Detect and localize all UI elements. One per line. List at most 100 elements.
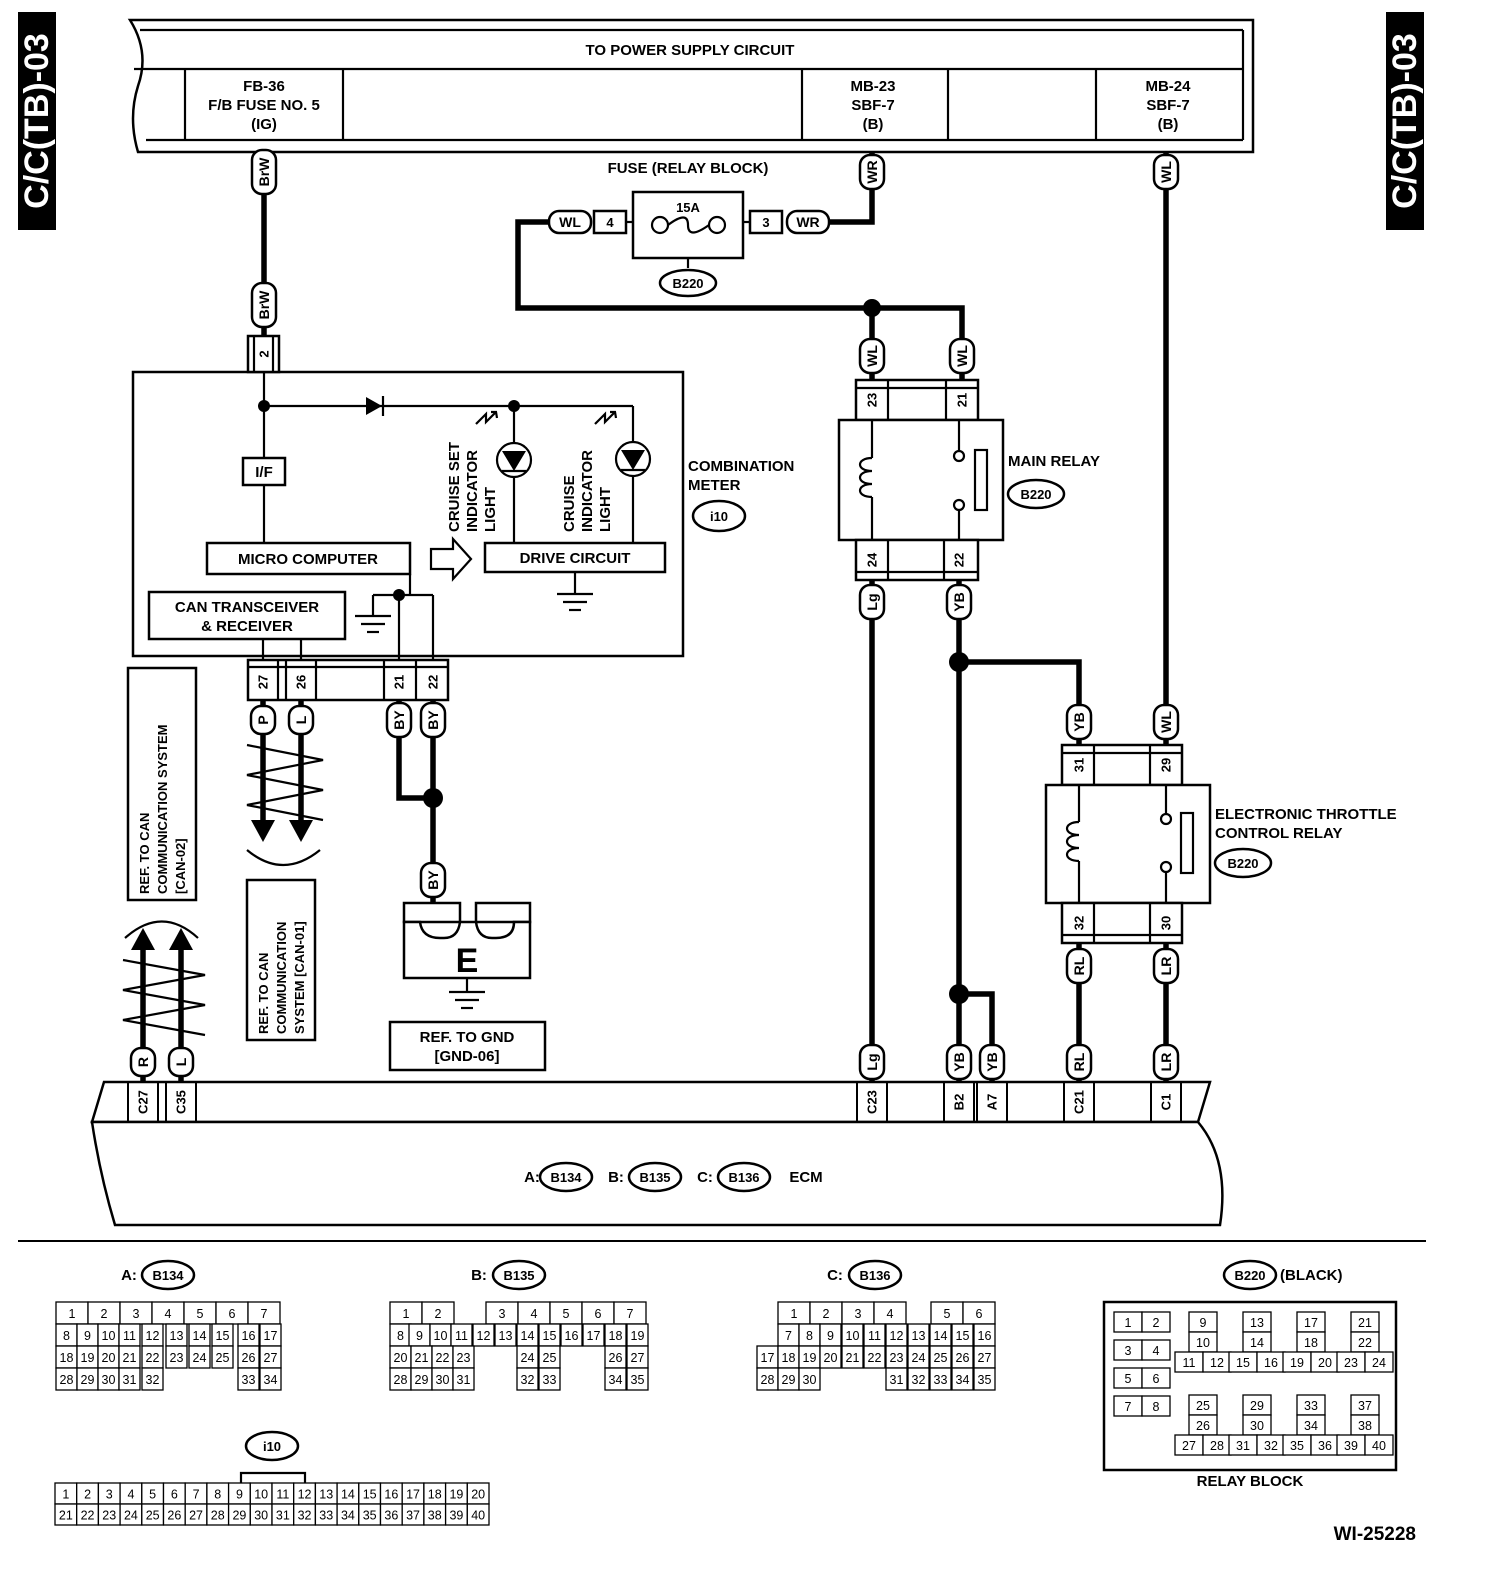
- svg-text:9: 9: [1200, 1316, 1207, 1330]
- fuse-relay-block: FUSE (RELAY BLOCK) 4 3 15A B220: [592, 160, 784, 298]
- svg-text:6: 6: [595, 1307, 602, 1321]
- svg-text:34: 34: [1304, 1419, 1318, 1433]
- svg-text:31: 31: [890, 1373, 904, 1387]
- svg-text:36: 36: [384, 1509, 398, 1523]
- ecm-conn-b: B135: [639, 1170, 670, 1185]
- gnd-ref-l1: REF. TO GND: [420, 1029, 515, 1046]
- svg-text:19: 19: [803, 1351, 817, 1365]
- meter-pin-2: 2: [257, 350, 272, 357]
- svg-text:YB: YB: [1071, 712, 1087, 731]
- code-tab-left: C/C(TB)-03: [18, 12, 56, 230]
- power-cell-fb36-l1: FB-36: [243, 78, 285, 95]
- svg-text:21: 21: [415, 1351, 429, 1365]
- svg-text:28: 28: [1210, 1439, 1224, 1453]
- main-relay: 23 21 24 22 MAIN RELAY B220: [837, 378, 1100, 582]
- svg-text:7: 7: [261, 1307, 268, 1321]
- svg-text:A7: A7: [985, 1094, 1000, 1111]
- svg-text:22: 22: [146, 1351, 160, 1365]
- svg-text:17: 17: [406, 1488, 420, 1502]
- etc-relay: 31 29 32 30 ELECTRONIC THROTTLE CONTROL …: [1044, 743, 1397, 945]
- svg-text:21: 21: [846, 1351, 860, 1365]
- svg-text:LR: LR: [1158, 957, 1174, 976]
- svg-text:15: 15: [216, 1329, 230, 1343]
- power-cell-mb24-l2: SBF-7: [1146, 97, 1189, 114]
- ecm-pin-c23: C23: [856, 1082, 888, 1122]
- svg-text:8: 8: [63, 1329, 70, 1343]
- svg-text:39: 39: [449, 1509, 463, 1523]
- svg-text:18: 18: [428, 1488, 442, 1502]
- can-ref-2-l1: REF. TO CAN: [137, 813, 152, 894]
- svg-text:12: 12: [1210, 1356, 1224, 1370]
- svg-text:29: 29: [232, 1509, 246, 1523]
- svg-text:2: 2: [84, 1488, 91, 1502]
- svg-text:4: 4: [1153, 1344, 1160, 1358]
- svg-text:4: 4: [127, 1488, 134, 1502]
- svg-text:20: 20: [471, 1488, 485, 1502]
- svg-text:24: 24: [912, 1351, 926, 1365]
- svg-text:C/C(TB)-03: C/C(TB)-03: [18, 33, 56, 209]
- svg-text:14: 14: [934, 1329, 948, 1343]
- svg-text:23: 23: [1344, 1356, 1358, 1370]
- svg-text:29: 29: [81, 1373, 95, 1387]
- svg-text:18: 18: [1304, 1336, 1318, 1350]
- svg-text:20: 20: [824, 1351, 838, 1365]
- svg-text:26: 26: [956, 1351, 970, 1365]
- svg-text:1: 1: [1125, 1316, 1132, 1330]
- svg-text:1: 1: [403, 1307, 410, 1321]
- svg-text:14: 14: [341, 1488, 355, 1502]
- wire-tag-wr: WR: [858, 153, 886, 191]
- wire-tag-rl: RL: [1065, 1043, 1093, 1081]
- svg-text:9: 9: [827, 1329, 834, 1343]
- svg-text:27: 27: [631, 1351, 645, 1365]
- can-transceiver-l1: CAN TRANSCEIVER: [175, 599, 319, 616]
- svg-text:C1: C1: [1159, 1094, 1174, 1111]
- ground-letter: E: [456, 942, 479, 980]
- svg-text:6: 6: [171, 1488, 178, 1502]
- svg-text:17: 17: [761, 1351, 775, 1365]
- svg-text:9: 9: [236, 1488, 243, 1502]
- ecm-pin-c1: C1: [1150, 1082, 1182, 1122]
- svg-text:WL: WL: [864, 345, 880, 367]
- svg-text:19: 19: [449, 1488, 463, 1502]
- power-cell-fb36-l2: F/B FUSE NO. 5: [208, 97, 320, 114]
- svg-text:11: 11: [276, 1488, 289, 1502]
- svg-text:1: 1: [62, 1488, 69, 1502]
- meter-pin-27: 27: [256, 675, 271, 689]
- ecm-conn-a-prefix: A:: [524, 1169, 540, 1186]
- svg-text:YB: YB: [951, 1052, 967, 1071]
- svg-text:30: 30: [102, 1373, 116, 1387]
- svg-text:36: 36: [1318, 1439, 1332, 1453]
- ecm-pin-a7: A7: [976, 1082, 1008, 1122]
- svg-text:11: 11: [455, 1329, 468, 1343]
- svg-text:26: 26: [167, 1509, 181, 1523]
- svg-text:10: 10: [102, 1329, 116, 1343]
- svg-text:33: 33: [319, 1509, 333, 1523]
- svg-text:32: 32: [521, 1373, 535, 1387]
- svg-text:35: 35: [631, 1373, 645, 1387]
- svg-text:BY: BY: [425, 870, 441, 890]
- can-transceiver-l2: & RECEIVER: [201, 618, 293, 635]
- svg-text:5: 5: [149, 1488, 156, 1502]
- svg-text:12: 12: [890, 1329, 904, 1343]
- svg-text:21: 21: [123, 1351, 137, 1365]
- main-relay-pin-22: 22: [952, 553, 967, 567]
- svg-text:3: 3: [106, 1488, 113, 1502]
- svg-text:C35: C35: [174, 1090, 189, 1114]
- relay-block-caption: RELAY BLOCK: [1197, 1473, 1304, 1490]
- ecm: A: B134 B: B135 C: B136 ECM: [90, 1080, 1224, 1227]
- svg-text:WR: WR: [796, 214, 819, 230]
- drive-circuit: DRIVE CIRCUIT: [520, 550, 631, 567]
- ecm-pin-c35: C35: [165, 1082, 197, 1122]
- face-i10: 1212223234245256267278289291030113112321…: [54, 1482, 490, 1526]
- wire-tag-p: P: [249, 704, 277, 736]
- etc-relay-label-l1: ELECTRONIC THROTTLE: [1215, 806, 1397, 823]
- svg-text:32: 32: [1264, 1439, 1278, 1453]
- etc-relay-pin-30: 30: [1159, 916, 1174, 930]
- svg-text:27: 27: [189, 1509, 203, 1523]
- svg-text:WR: WR: [864, 160, 880, 183]
- etc-relay-pin-32: 32: [1072, 916, 1087, 930]
- can-ref-1-l3: SYSTEM [CAN-01]: [292, 921, 307, 1034]
- svg-text:30: 30: [1250, 1419, 1264, 1433]
- wire-tag-brw: BrW: [250, 281, 278, 329]
